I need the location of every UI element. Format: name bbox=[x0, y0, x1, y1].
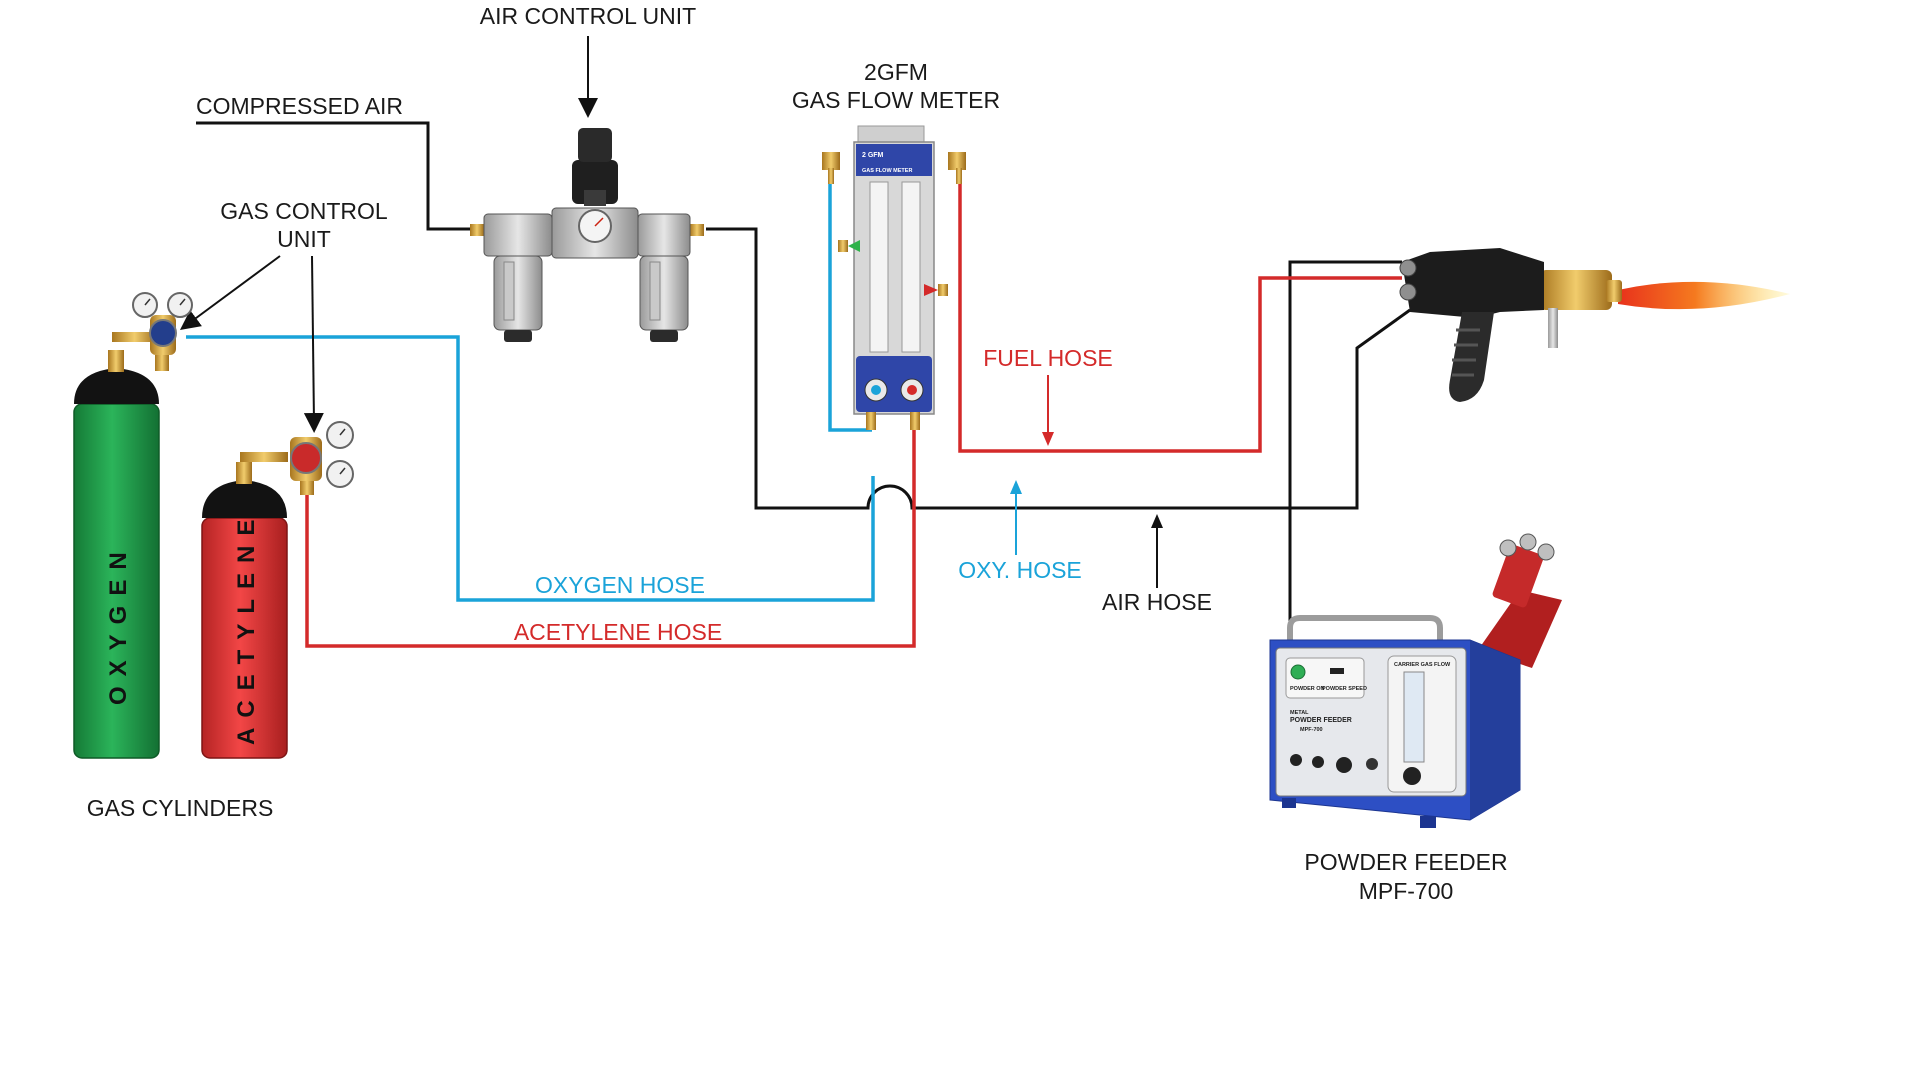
compressed-air-line bbox=[196, 121, 480, 231]
air-control-unit-label: AIR CONTROL UNIT bbox=[480, 3, 696, 29]
powder-feeder: POWDER ON POWDER SPEED METAL POWDER FEED… bbox=[1269, 533, 1562, 828]
oxygen-hose-label: OXYGEN HOSE bbox=[535, 572, 705, 598]
flow-tube-fuel bbox=[901, 181, 921, 353]
acetylene-cylinder: ACETYLENE bbox=[201, 462, 288, 759]
flame bbox=[1618, 281, 1790, 310]
gas-control-unit-label-2: UNIT bbox=[277, 226, 331, 252]
powder-hose bbox=[1288, 260, 1402, 630]
flow-meter-label-2: GAS FLOW METER bbox=[792, 87, 1000, 113]
gas-control-arrow-1 bbox=[179, 255, 281, 330]
fuel-flow-indicator bbox=[924, 284, 938, 296]
spray-gun bbox=[1399, 248, 1790, 402]
acetylene-hose bbox=[305, 430, 916, 648]
air-hose-label: AIR HOSE bbox=[1102, 589, 1212, 615]
oxygen-flow-indicator bbox=[848, 240, 860, 252]
oxygen-cylinder-text: OXYGEN bbox=[105, 542, 132, 705]
carrier-gas-knob bbox=[1403, 767, 1421, 785]
feeder-knob-1 bbox=[1290, 754, 1302, 766]
gas-cylinders-label: GAS CYLINDERS bbox=[87, 795, 274, 821]
fuel-hose-arrowhead bbox=[1042, 432, 1054, 446]
powder-feeder-label: POWDER FEEDER bbox=[1304, 849, 1507, 875]
air-hose-lines bbox=[196, 121, 1411, 630]
feeder-title-text: POWDER FEEDER bbox=[1290, 717, 1352, 724]
powder-speed-text: POWDER SPEED bbox=[1322, 686, 1367, 692]
feeder-knob-3 bbox=[1336, 757, 1352, 773]
air-hose bbox=[706, 227, 1411, 510]
fuel-hose bbox=[958, 172, 1402, 453]
acetylene-regulator bbox=[240, 421, 354, 495]
fuel-hose-lines bbox=[305, 172, 1402, 648]
acetylene-hose-label: ACETYLENE HOSE bbox=[514, 619, 722, 645]
oxy-hose-label: OXY. HOSE bbox=[958, 557, 1082, 583]
oxygen-regulator bbox=[112, 292, 193, 371]
gas-control-unit-label: GAS CONTROL bbox=[220, 198, 388, 224]
air-regulator-knob bbox=[572, 160, 618, 204]
flow-meter-label: 2GFM bbox=[864, 59, 928, 85]
gas-flow-meter: 2 GFM GAS FLOW METER bbox=[822, 125, 966, 430]
powder-hopper bbox=[1478, 590, 1562, 668]
oxygen-hose-lines bbox=[186, 176, 875, 602]
gun-body bbox=[1402, 248, 1544, 318]
feeder-brand-text: METAL bbox=[1290, 710, 1309, 716]
fuel-hose-label: FUEL HOSE bbox=[983, 345, 1113, 371]
powder-on-text: POWDER ON bbox=[1290, 686, 1325, 692]
flow-meter-panel-title: 2 GFM bbox=[862, 152, 884, 159]
air-control-unit bbox=[470, 128, 704, 342]
flowmeter-oxy-out bbox=[828, 176, 872, 432]
oxy-hose-arrowhead bbox=[1010, 480, 1022, 494]
feeder-knob-2 bbox=[1312, 756, 1324, 768]
carrier-gas-tube bbox=[1403, 671, 1425, 763]
feeder-dial bbox=[1366, 758, 1378, 770]
gas-control-arrow-2 bbox=[303, 255, 324, 433]
air-hose-arrowhead bbox=[1151, 514, 1163, 528]
gun-nozzle bbox=[1540, 270, 1612, 310]
oxygen-cylinder: OXYGEN bbox=[73, 350, 160, 759]
compressed-air-label: COMPRESSED AIR bbox=[196, 93, 403, 119]
gun-handle bbox=[1449, 312, 1494, 402]
flow-meter-panel-subtitle: GAS FLOW METER bbox=[862, 168, 912, 174]
oxygen-hose bbox=[186, 335, 875, 602]
flow-tube-oxygen bbox=[869, 181, 889, 353]
carrier-gas-text: CARRIER GAS FLOW bbox=[1394, 662, 1451, 668]
powder-feeder-label-2: MPF-700 bbox=[1359, 878, 1454, 904]
feeder-model-text: MPF-700 bbox=[1300, 727, 1323, 733]
powder-on-button bbox=[1290, 664, 1306, 680]
acetylene-cylinder-text: ACETYLENE bbox=[233, 510, 260, 745]
